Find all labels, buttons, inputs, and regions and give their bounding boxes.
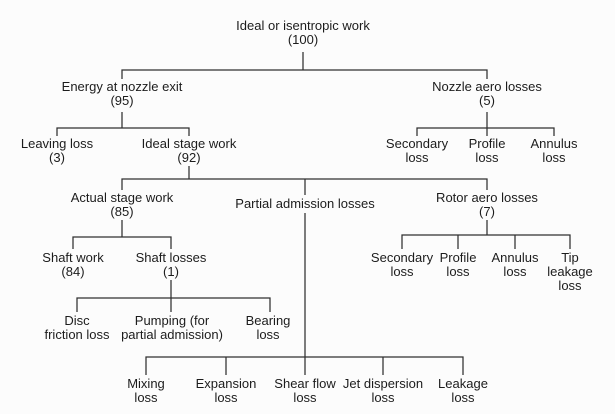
node-value: (92) [177,150,201,165]
node-rotor-profile-loss: Profile loss [440,251,477,279]
connector-ideal-stage-to-children [121,166,488,195]
node-label: Tip [561,250,579,265]
node-label: Energy at nozzle exit [61,79,183,94]
node-label: Profile [468,136,506,151]
node-label: Jet dispersion [342,376,424,391]
node-label: loss [446,264,470,279]
node-label: Ideal or isentropic work [236,18,370,33]
connector-energy-to-children [56,112,190,136]
node-label: Ideal stage work [141,136,237,151]
node-label: friction loss [44,327,110,342]
node-label: loss [134,390,158,405]
node-label: Secondary [385,136,449,151]
node-rotor-annulus-loss: Annulus loss [492,251,539,279]
node-partial-admission-losses: Partial admission losses [235,197,374,211]
node-value: (100) [287,32,319,47]
node-label: Shaft losses [135,250,207,265]
node-label: Expansion [195,376,257,391]
node-ideal-or-isentropic-work: Ideal or isentropic work (100) [236,19,370,47]
node-jet-dispersion-loss: Jet dispersion loss [343,377,423,405]
node-shear-flow-loss: Shear flow loss [274,377,335,405]
node-value: (5) [479,93,495,108]
node-label: loss [390,264,414,279]
node-rotor-secondary-loss: Secondary loss [371,251,433,279]
node-value: (85) [110,204,134,219]
node-shaft-losses: Shaft losses (1) [136,251,207,279]
node-label: Disc [64,313,90,328]
node-value: (95) [110,93,134,108]
connector-nozzle-aero-to-children [416,112,555,136]
node-tip-leakage-loss: Tip leakage loss [547,251,593,293]
node-label: Leakage [438,376,488,391]
node-label: Rotor aero losses [436,190,538,205]
node-leaving-loss: Leaving loss (3) [21,137,93,165]
connector-shaft-losses-to-children [76,280,271,312]
node-bearing-loss: Bearing loss [246,314,291,342]
node-actual-stage-work: Actual stage work (85) [71,191,174,219]
node-label: loss [405,150,429,165]
node-pumping-loss: Pumping (for partial admission) [121,314,223,342]
node-value: (3) [49,150,65,165]
node-label: loss [475,150,499,165]
node-label: Nozzle aero losses [432,79,542,94]
node-label: Pumping (for [134,313,210,328]
node-nozzle-secondary-loss: Secondary loss [386,137,448,165]
node-label: Annulus [530,136,578,151]
node-label: Actual stage work [70,190,174,205]
node-value: (7) [479,204,495,219]
node-label: Partial admission losses [235,196,375,211]
node-label: loss [256,327,280,342]
node-label: Secondary [370,250,434,265]
node-leakage-loss: Leakage loss [438,377,488,405]
node-label: Shaft work [42,250,104,265]
node-ideal-stage-work: Ideal stage work (92) [142,137,237,165]
node-label: Shear flow [274,376,336,391]
connector-rotor-aero-to-children [401,220,571,249]
node-nozzle-annulus-loss: Annulus loss [531,137,578,165]
node-mixing-loss: Mixing loss [127,377,165,405]
node-label: Profile [439,250,477,265]
node-label: loss [451,390,475,405]
node-label: loss [503,264,527,279]
node-rotor-aero-losses: Rotor aero losses (7) [436,191,538,219]
node-label: partial admission) [121,327,223,342]
node-label: leakage [547,264,593,279]
node-energy-at-nozzle-exit: Energy at nozzle exit (95) [62,80,183,108]
node-nozzle-profile-loss: Profile loss [469,137,506,165]
connector-partial-admission-to-children [145,213,464,375]
connector-root-to-level2 [121,52,488,79]
node-label: Annulus [491,250,539,265]
node-expansion-loss: Expansion loss [196,377,257,405]
node-nozzle-aero-losses: Nozzle aero losses (5) [432,80,542,108]
node-value: (1) [163,264,179,279]
node-value: (84) [61,264,85,279]
node-shaft-work: Shaft work (84) [42,251,103,279]
node-label: loss [214,390,238,405]
node-label: loss [542,150,566,165]
node-disc-friction-loss: Disc friction loss [44,314,109,342]
node-label: Leaving loss [20,136,94,151]
node-label: Bearing [245,313,291,328]
node-label: Mixing [127,376,165,391]
node-label: loss [558,278,582,293]
node-label: loss [371,390,395,405]
connector-actual-stage-to-children [72,220,172,249]
node-label: loss [293,390,317,405]
